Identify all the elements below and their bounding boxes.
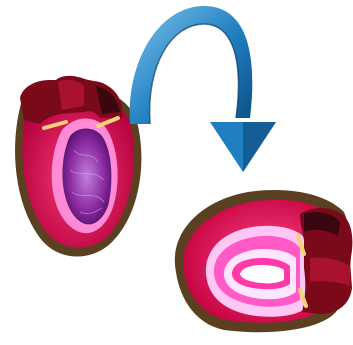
right-heart-section [175,190,353,332]
rotation-arrow-head-shade [243,122,276,172]
left-heart-section [15,76,141,257]
rotation-arrow [130,6,276,172]
left-heart-atria-highlight [58,80,84,110]
rotation-arrow-shaft [130,6,253,124]
